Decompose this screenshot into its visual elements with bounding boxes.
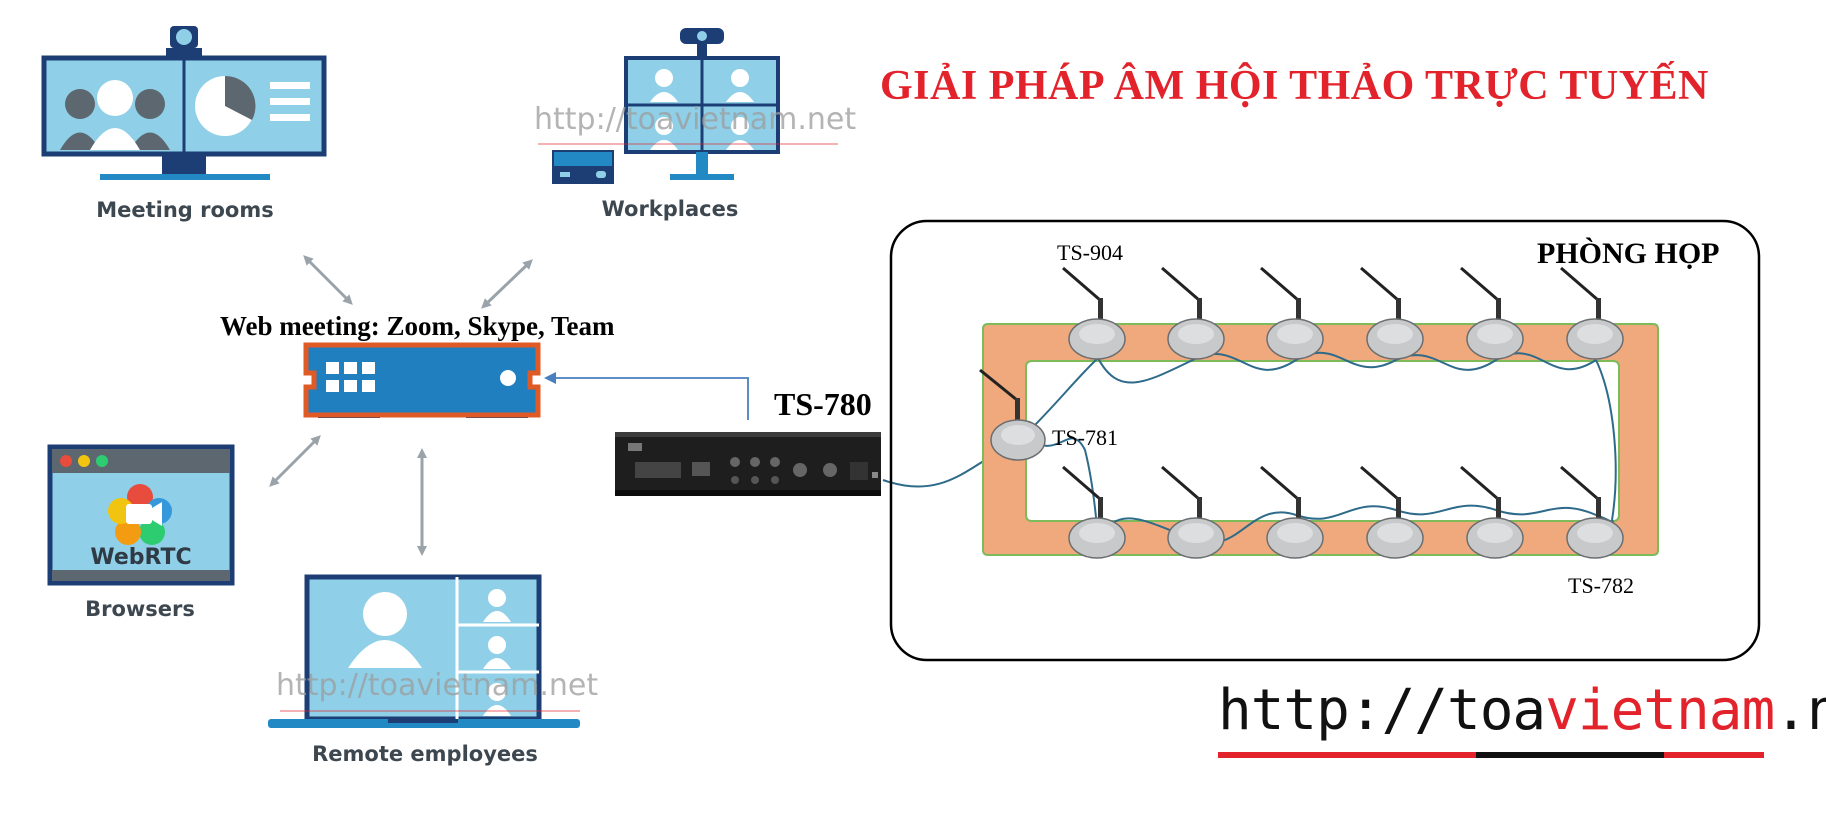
- label-meeting-rooms: Meeting rooms: [96, 198, 274, 222]
- watermark-top: http://toavietnam.net: [534, 102, 857, 137]
- mic-bottom-1: [1062, 465, 1126, 559]
- website-logo: http://toavietnam.net: [1218, 678, 1826, 743]
- mic-chain-cable-right: [1595, 359, 1617, 521]
- mic-bottom-5: [1460, 465, 1524, 559]
- mic-bottom-4: [1360, 465, 1424, 559]
- ts780-unit: [615, 432, 881, 496]
- website-part1: http://toa: [1218, 678, 1546, 743]
- mic-top-3: [1260, 266, 1324, 360]
- label-room: PHÒNG HỌP: [1537, 237, 1720, 270]
- label-browsers: Browsers: [85, 597, 195, 621]
- mic-top-1: [1062, 266, 1126, 360]
- website-underline: [1218, 752, 1764, 758]
- mic-bottom-3: [1260, 465, 1324, 559]
- label-webrtc: WebRTC: [90, 545, 192, 570]
- label-web-meeting: Web meeting: Zoom, Skype, Team: [220, 311, 615, 341]
- browser-window-icon: [47, 444, 235, 586]
- label-ts780: TS-780: [774, 386, 872, 422]
- label-ts782: TS-782: [1568, 573, 1634, 598]
- page-title: GIẢI PHÁP ÂM HỘI THẢO TRỰC TUYẾN: [880, 63, 1709, 109]
- connector-ts780-to-server: [544, 372, 749, 420]
- label-remote-employees: Remote employees: [312, 742, 538, 766]
- web-meeting-server-icon: [303, 342, 541, 418]
- meeting-room-display-icon: [41, 26, 327, 180]
- arrow-meeting-rooms: [303, 255, 353, 305]
- mic-chain-cable-left: [1029, 357, 1099, 541]
- mic-bottom-6: [1560, 465, 1624, 559]
- webrtc-logo-icon: [108, 484, 172, 545]
- website-part2: vietnam: [1545, 678, 1775, 743]
- laptop-icon: [268, 574, 580, 728]
- workplace-display-icon: [552, 28, 780, 184]
- label-workplaces: Workplaces: [601, 197, 739, 221]
- label-ts781: TS-781: [1052, 425, 1118, 450]
- arrow-workplaces: [481, 259, 533, 309]
- mic-top-5: [1460, 266, 1524, 360]
- website-part3: .net: [1774, 678, 1826, 743]
- mic-chairman-ts781: [979, 368, 1046, 461]
- watermark-bottom: http://toavietnam.net: [276, 668, 599, 703]
- mic-top-4: [1360, 266, 1424, 360]
- mic-top-6: [1560, 266, 1624, 360]
- mic-top-2: [1161, 266, 1225, 360]
- watermark-underline-bottom: [280, 710, 580, 712]
- watermark-underline-top: [538, 143, 838, 145]
- meeting-room-box: [889, 219, 1761, 662]
- arrow-browsers: [269, 435, 321, 487]
- mic-bottom-2: [1161, 465, 1225, 559]
- label-ts904: TS-904: [1057, 240, 1123, 265]
